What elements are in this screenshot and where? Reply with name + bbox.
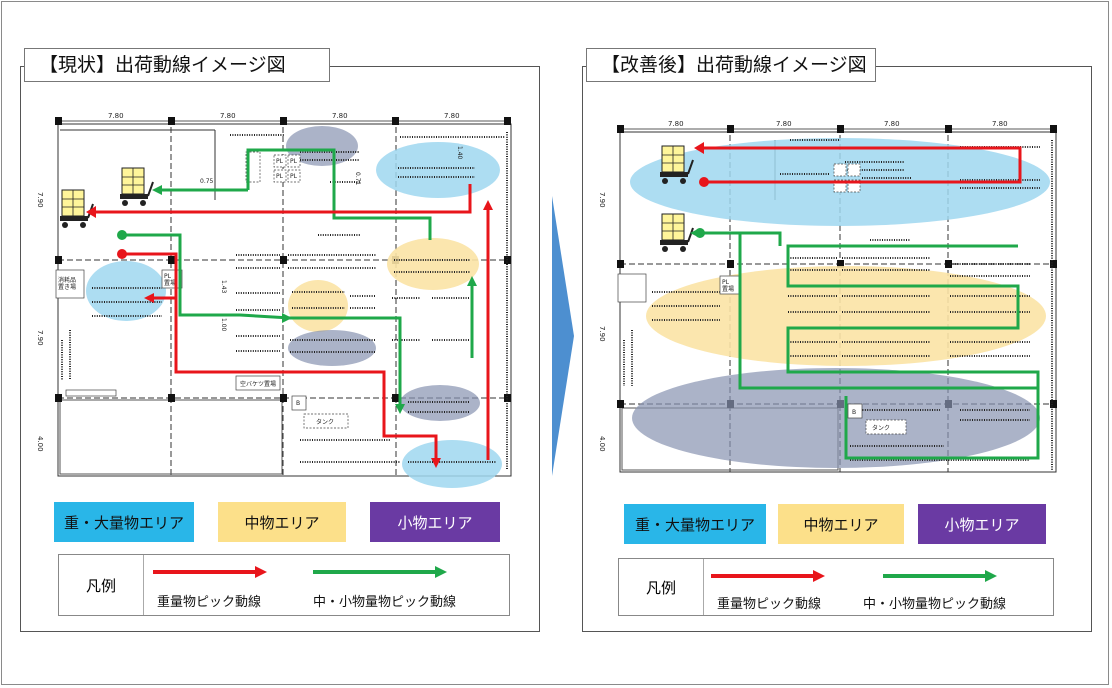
- improved-dim-top-3: 7.80: [884, 120, 900, 128]
- current-pl-label-4: PL: [290, 173, 298, 180]
- improved-tank-label: タンク: [872, 424, 890, 432]
- current-dim-side-3: 4.00: [36, 436, 44, 452]
- current-dim-top-2: 7.80: [220, 112, 236, 120]
- current-dim-side-2: 7.90: [36, 330, 44, 346]
- current-red-routes: [92, 184, 490, 462]
- improved-pallet-boxes: [617, 163, 907, 435]
- current-legend-red-arrow: [153, 566, 267, 578]
- improved-dim-top-1: 7.80: [668, 120, 684, 128]
- current-medium-zone-right: [387, 238, 479, 290]
- current-legend-green-arrow: [313, 566, 447, 578]
- current-green-routes: [122, 148, 474, 408]
- current-legend-heavy-label: 重量物ピック動線: [157, 595, 262, 610]
- current-cart-lower: [60, 189, 94, 228]
- current-consumables-label: 消耗品置き場: [58, 276, 76, 291]
- current-title: 【現状】出荷動線イメージ図: [24, 48, 330, 82]
- current-medium-tag: 中物エリア: [218, 502, 346, 542]
- improved-title: 【改善後】出荷動線イメージ図: [586, 48, 876, 82]
- current-pl-label-1: PL: [276, 158, 284, 165]
- current-columns: [55, 117, 511, 402]
- current-legend-caption: 凡例: [59, 555, 144, 615]
- improved-red-route: [702, 146, 1022, 184]
- current-pl-label-3: PL: [276, 173, 284, 180]
- current-small-dim-3: 1.40: [456, 146, 463, 160]
- improved-medium-tag: 中物エリア: [778, 504, 904, 544]
- current-pallet-boxes: [55, 151, 349, 429]
- current-small-dim-2: 0.71: [354, 172, 361, 186]
- current-heavy-zone-left: [86, 261, 166, 321]
- current-dim-side-1: 7.90: [36, 192, 44, 208]
- improved-legend: 凡例 重量物ピック動線 中・小物量物ピック動線: [618, 558, 1054, 616]
- improved-legend-small-label: 中・小物量物ピック動線: [863, 597, 1007, 612]
- current-green-heads: [117, 185, 477, 414]
- improved-dim-top-2: 7.80: [776, 120, 792, 128]
- current-small-dim-1: 0.75: [200, 178, 214, 185]
- improved-legend-heavy-label: 重量物ピック動線: [717, 597, 822, 612]
- improved-legend-green-arrow: [883, 570, 997, 582]
- improved-small-zone: [632, 368, 1040, 468]
- improved-small-tag: 小物エリア: [918, 504, 1046, 544]
- improved-b-label: B: [852, 409, 856, 416]
- current-racks: [61, 132, 508, 470]
- current-small-zone-top: [286, 126, 358, 166]
- current-b-label: B: [296, 400, 300, 407]
- improved-medium-zone: [646, 266, 1046, 366]
- current-heavy-tag: 重・大量物エリア: [54, 502, 194, 542]
- improved-dim-side-3: 4.00: [598, 436, 606, 452]
- current-small-tag: 小物エリア: [370, 502, 500, 542]
- current-tank-label: タンク: [316, 418, 334, 426]
- improved-red-heads: [694, 142, 709, 187]
- current-red-heads: [86, 200, 493, 468]
- improved-green-route: [700, 231, 1040, 460]
- current-small-dim-4: 1.43: [220, 280, 227, 294]
- current-dim-top-1: 7.80: [108, 112, 124, 120]
- current-small-dim-5: 1.00: [220, 318, 227, 332]
- current-dim-top-4: 7.80: [444, 112, 460, 120]
- improved-cart-upper: [660, 145, 694, 184]
- improved-legend-caption: 凡例: [619, 559, 704, 615]
- current-pl-label-2: PL: [290, 158, 298, 165]
- improved-cart-lower: [660, 213, 694, 252]
- improved-dim-top-4: 7.80: [992, 120, 1008, 128]
- current-legend-small-label: 中・小物量物ピック動線: [313, 595, 457, 610]
- improved-dim-side-2: 7.90: [598, 326, 606, 342]
- improved-green-heads: [690, 228, 705, 238]
- current-cart-upper: [120, 167, 154, 206]
- improved-heavy-tag: 重・大量物エリア: [624, 504, 766, 544]
- improved-legend-red-arrow: [711, 570, 825, 582]
- current-legend: 凡例 重量物ピック動線 中・小物量物ピック動線: [58, 554, 510, 616]
- improved-dim-side-1: 7.90: [598, 192, 606, 208]
- current-empty-bucket-label: 空バケツ置場: [240, 380, 276, 388]
- transition-arrow: [552, 196, 574, 476]
- current-dim-top-3: 7.80: [332, 112, 348, 120]
- current-heavy-zone-bottom: [402, 440, 502, 488]
